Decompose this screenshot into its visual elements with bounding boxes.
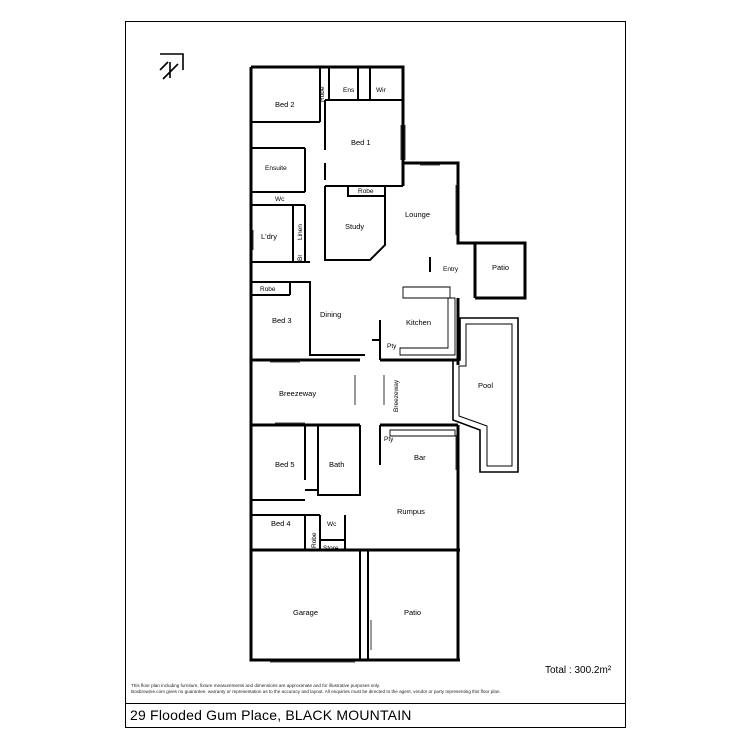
room-label-store: Store xyxy=(323,545,339,552)
room-label-bar: Bar xyxy=(414,453,426,462)
total-area: Total : 300.2m² xyxy=(545,665,612,676)
room-label-robe-bed4: Robe xyxy=(311,532,318,548)
disclaimer-line-1: This floor plan including furniture, fix… xyxy=(131,683,381,688)
room-labels: Bed 2 Robe Ens Wir Bed 1 Ensuite Wc Robe… xyxy=(260,86,509,617)
address-bar: 29 Flooded Gum Place, BLACK MOUNTAIN xyxy=(125,704,626,728)
room-label-pty-kitchen: Pty xyxy=(387,343,397,350)
room-label-ensuite: Ensuite xyxy=(265,165,287,172)
room-label-entry: Entry xyxy=(443,266,459,273)
north-arrow-icon xyxy=(159,53,184,80)
room-label-br: Br xyxy=(297,254,304,261)
room-label-patio-entry: Patio xyxy=(492,263,509,272)
window-marks xyxy=(249,125,457,663)
disclaimer-line-2: Boxbrownie.com gives no guarantee, warra… xyxy=(131,689,501,694)
room-label-breezeway-vertical: Breezeway xyxy=(393,379,400,412)
room-label-lounge: Lounge xyxy=(405,210,430,219)
room-label-bed4: Bed 4 xyxy=(271,519,291,528)
room-label-bed2: Bed 2 xyxy=(275,100,295,109)
room-label-robe-bed1: Robe xyxy=(358,188,374,195)
property-address: 29 Flooded Gum Place, BLACK MOUNTAIN xyxy=(130,707,412,723)
room-label-rumpus: Rumpus xyxy=(397,507,425,516)
disclaimer: This floor plan including furniture, fix… xyxy=(131,683,611,695)
room-label-robe-bed3: Robe xyxy=(260,286,276,293)
room-label-ldry: L'dry xyxy=(261,232,277,241)
room-label-garage: Garage xyxy=(293,608,318,617)
room-label-linen: Linen xyxy=(297,224,304,240)
room-label-kitchen: Kitchen xyxy=(406,318,431,327)
room-label-study: Study xyxy=(345,222,364,231)
exterior-walls xyxy=(249,65,527,662)
interior-walls xyxy=(251,67,431,660)
room-label-bed5: Bed 5 xyxy=(275,460,295,469)
room-label-bed1: Bed 1 xyxy=(351,138,371,147)
room-label-bed3: Bed 3 xyxy=(272,316,292,325)
room-label-patio-rear: Patio xyxy=(404,608,421,617)
pool-shape xyxy=(452,317,519,473)
room-label-wc-top: Wc xyxy=(275,196,285,203)
room-label-pool: Pool xyxy=(478,381,493,390)
room-label-dining: Dining xyxy=(320,310,341,319)
room-label-robe-bed2: Robe xyxy=(319,86,326,102)
room-label-pty-bar: Pty xyxy=(384,436,394,443)
room-label-bath: Bath xyxy=(329,460,344,469)
kitchen-bench xyxy=(389,286,456,437)
room-label-wir: Wir xyxy=(376,87,387,94)
room-label-ens: Ens xyxy=(343,87,355,94)
floor-plan-frame xyxy=(125,21,626,704)
room-label-breezeway-left: Breezeway xyxy=(279,389,316,398)
room-label-wc-bottom: Wc xyxy=(327,521,337,528)
